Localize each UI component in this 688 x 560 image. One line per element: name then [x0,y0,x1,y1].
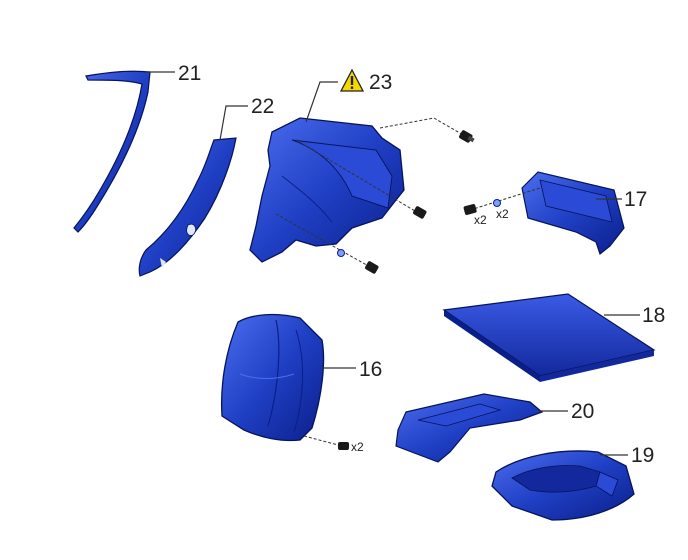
warning-triangle-icon [339,68,365,92]
fastener-16: x2 [303,435,364,454]
part-21-weatherstrip [73,70,151,233]
callout-22-label: 22 [251,95,274,118]
part-19-tool-tray [491,450,635,521]
callout-17-label: 17 [624,188,647,211]
callout-19: 19 [600,444,654,467]
callout-23: 23 [305,68,392,123]
qty-17-screw: x2 [474,213,487,227]
qty-17-clip: x2 [496,207,509,221]
part-23-trim-panel [249,117,405,263]
qty-16-bolt: x2 [351,440,364,454]
callout-20: 20 [538,400,594,423]
callout-16: 16 [322,358,382,381]
callout-18: 18 [604,304,665,327]
callout-21-label: 21 [178,62,201,85]
part-16-seatback [220,313,325,442]
fastener-screw-23b [295,139,427,219]
fasteners-17: x2 x2 [463,187,541,227]
part-20-support-bracket [395,393,544,463]
callout-21: 21 [145,62,201,85]
callout-22: 22 [219,95,274,141]
fastener-screw-23c [275,213,379,274]
fastener-screw-23a [379,117,475,143]
callout-16-label: 16 [359,358,382,381]
part-18-deck-board [442,293,656,382]
callout-20-label: 20 [571,400,594,423]
part-17-cover [521,171,625,256]
part-22-pillar-garnish [138,137,237,277]
callout-23-label: 23 [369,71,392,94]
callout-19-label: 19 [631,444,654,467]
callout-17: 17 [596,188,647,211]
callout-18-label: 18 [642,304,665,327]
